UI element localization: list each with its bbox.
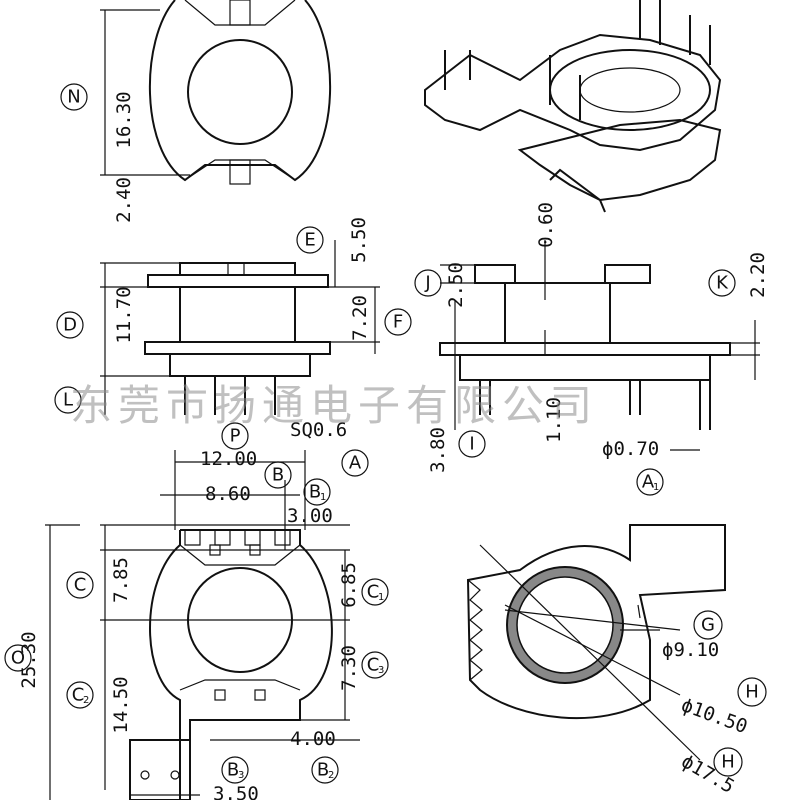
company-watermark: 东莞市扬通电子有限公司: [70, 381, 598, 430]
label-b3: B: [227, 760, 239, 781]
label-f: F: [393, 312, 403, 333]
dim-2-20: 2.20: [747, 252, 769, 298]
label-d: D: [63, 315, 77, 336]
bottom-view: [45, 450, 360, 800]
label-c3: C: [367, 655, 380, 676]
label-c1-sub: 1: [378, 592, 384, 603]
dim-4-00: 4.00: [290, 728, 336, 750]
label-p: P: [230, 426, 241, 447]
dim-16-30: 16.30: [113, 91, 135, 148]
front-view: [439, 240, 760, 451]
label-c2-sub: 2: [83, 695, 89, 706]
label-k: K: [716, 273, 729, 294]
isometric-view: [424, 0, 722, 213]
dim-7-20: 7.20: [349, 295, 371, 341]
dim-7-30: 7.30: [338, 645, 360, 691]
dim-11-70: 11.70: [113, 286, 135, 343]
dim-7-85: 7.85: [110, 557, 132, 603]
label-e: E: [304, 230, 315, 251]
dim-6-85: 6.85: [338, 562, 360, 608]
label-j: J: [424, 273, 430, 294]
dim-2-50: 2.50: [445, 262, 467, 308]
dim-3-00: 3.00: [287, 505, 333, 527]
dim-phi-910: ϕ9.10: [662, 639, 719, 661]
label-b1: B: [309, 482, 321, 503]
dim-phi-1050: ϕ10.50: [678, 694, 750, 738]
label-a: A: [349, 453, 362, 474]
top-view: [100, 0, 332, 185]
dim-2-40: 2.40: [113, 177, 135, 223]
label-n: N: [67, 87, 80, 108]
label-b2-sub: 2: [328, 770, 334, 781]
label-b1-sub: 1: [320, 492, 326, 503]
label-a1: A: [642, 472, 655, 493]
label-c2: C: [72, 685, 85, 706]
label-c1: C: [367, 582, 380, 603]
dim-phi-070: ϕ0.70: [602, 438, 659, 460]
label-a1-sub: 1: [653, 482, 659, 493]
dim-1-10: 1.10: [543, 397, 565, 443]
dim-5-50: 5.50: [348, 217, 370, 263]
label-o: O: [11, 648, 25, 669]
side-view: [100, 240, 380, 415]
label-h-1: H: [745, 682, 759, 703]
dim-8-60: 8.60: [205, 483, 251, 505]
label-c: C: [74, 575, 87, 596]
label-c3-sub: 3: [378, 665, 384, 676]
label-g: G: [701, 615, 715, 636]
label-i: I: [469, 434, 474, 455]
dim-0-60: 0.60: [535, 202, 557, 248]
dim-3-80: 3.80: [427, 427, 449, 473]
section-view: [466, 524, 726, 761]
dim-12-00: 12.00: [200, 448, 257, 470]
label-b: B: [272, 465, 284, 486]
dim-sq: SQ0.6: [290, 419, 347, 441]
label-h-2: H: [721, 752, 735, 773]
dim-14-50: 14.50: [110, 676, 132, 733]
label-b2: B: [317, 760, 329, 781]
label-l: L: [63, 390, 73, 411]
label-circle-n: [60, 83, 88, 111]
label-b3-sub: 3: [238, 770, 244, 781]
dim-3-50: 3.50: [213, 783, 259, 800]
